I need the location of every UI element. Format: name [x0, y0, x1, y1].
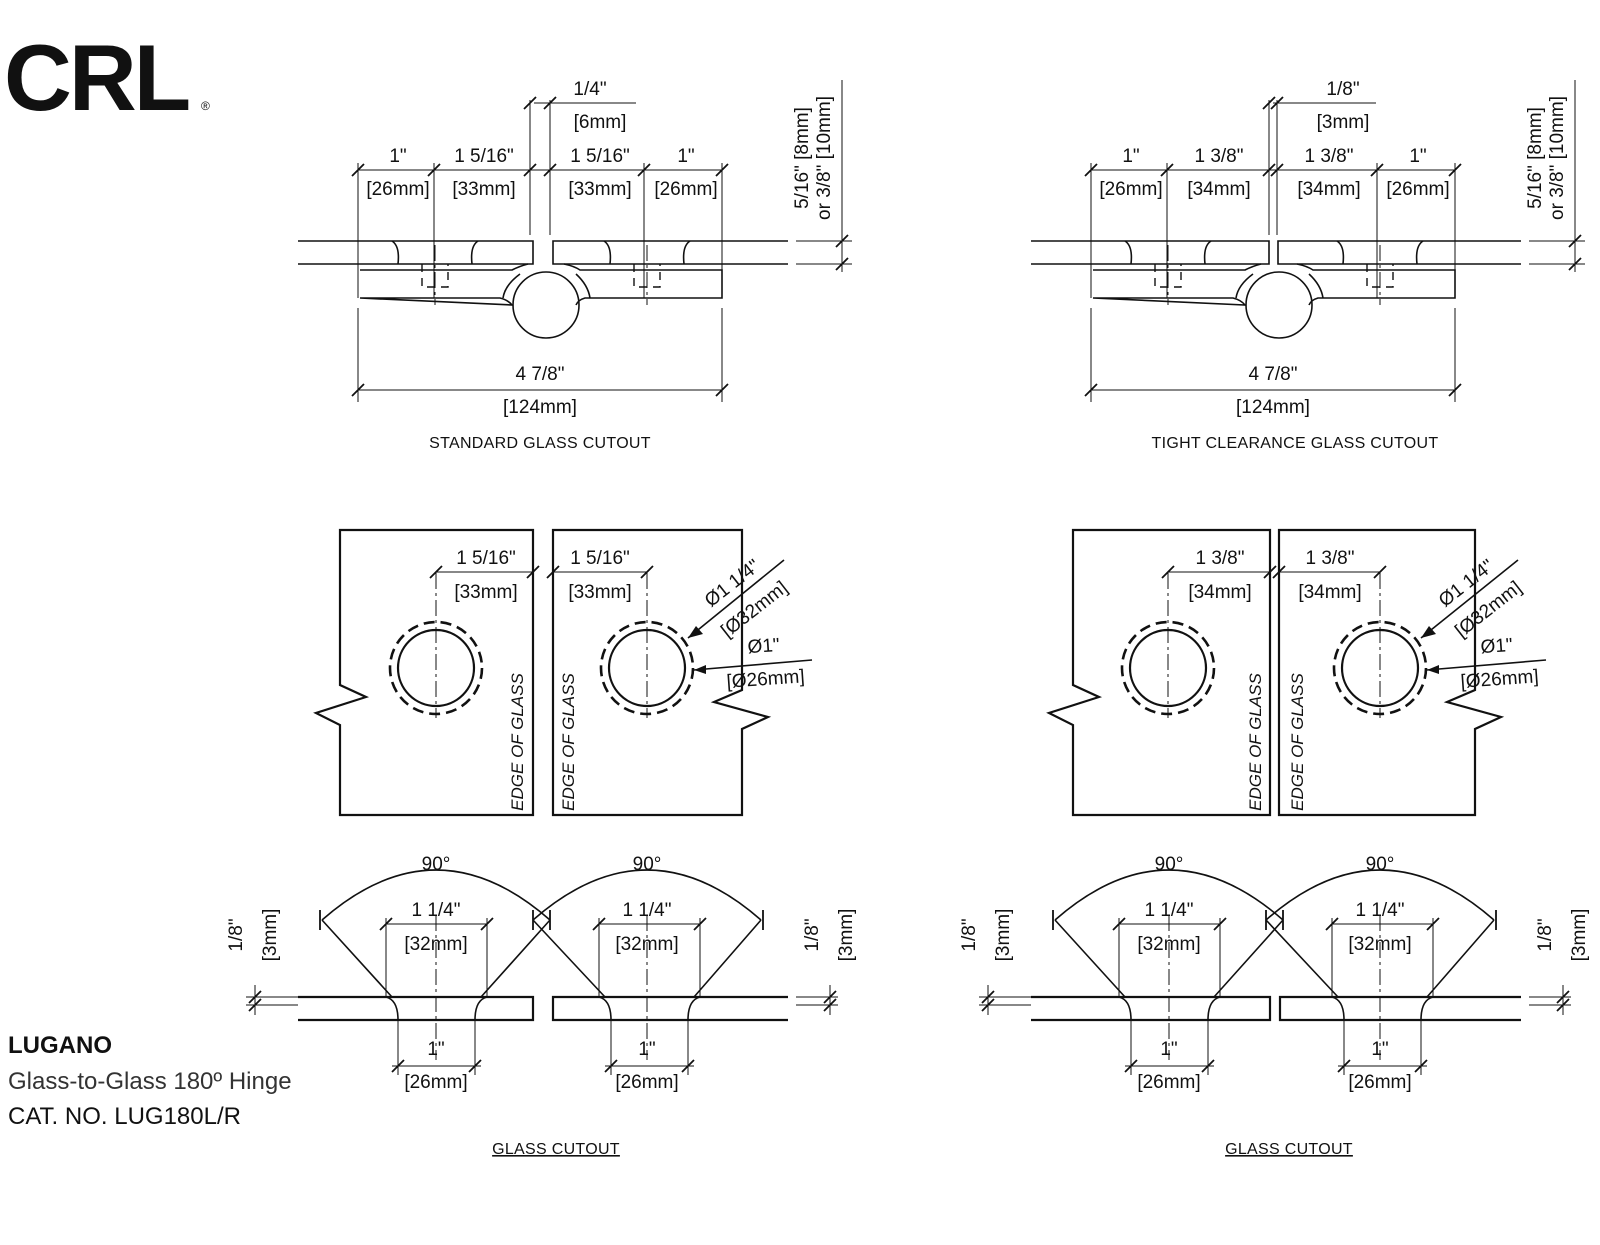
logo-registered-mark: ®: [201, 99, 210, 113]
tight-d2-mm: [34mm]: [1187, 179, 1250, 200]
sec-std-chamfer-right-in: 1/8": [802, 918, 823, 951]
tight-caption: TIGHT CLEARANCE GLASS CUTOUT: [1152, 435, 1439, 452]
crl-logo: CRL ®: [4, 25, 210, 130]
tight-d3-mm: [34mm]: [1297, 179, 1360, 200]
product-name: LUGANO: [8, 1032, 112, 1059]
tight-d3-in: 1 3/8": [1304, 146, 1353, 167]
sec-tight-bot-right-in: 1": [1371, 1039, 1388, 1060]
sec-std-top-left-in: 1 1/4": [411, 900, 460, 921]
std-thickness-b: or 3/8" [10mm]: [814, 96, 835, 220]
plan-tight-left-mm: [34mm]: [1188, 582, 1251, 603]
sec-tight-chamfer-left-in: 1/8": [959, 918, 980, 951]
sec-tight-top-right-mm: [32mm]: [1348, 934, 1411, 955]
catalog-number: CAT. NO. LUG180L/R: [8, 1103, 241, 1130]
std-gap-mm: [6mm]: [574, 112, 627, 133]
sec-std-bot-right-mm: [26mm]: [615, 1072, 678, 1093]
sec-std-bot-left-in: 1": [427, 1039, 444, 1060]
std-d4-mm: [26mm]: [654, 179, 717, 200]
sec-std-top-left-mm: [32mm]: [404, 934, 467, 955]
plan-std-right-mm: [33mm]: [568, 582, 631, 603]
std-thickness-a: 5/16" [8mm]: [792, 107, 813, 209]
sec-std-angle-left: 90°: [422, 854, 451, 875]
std-d2-mm: [33mm]: [452, 179, 515, 200]
plan-tight-edge-left: EDGE OF GLASS: [1246, 673, 1265, 811]
sec-std-chamfer-left-mm: [3mm]: [260, 909, 281, 962]
plan-std-inner-dia-in: Ø1": [747, 635, 780, 658]
std-d4-in: 1": [677, 146, 694, 167]
plan-tight-edge-right: EDGE OF GLASS: [1288, 673, 1307, 811]
plan-std-inner-dia-mm: [Ø26mm]: [726, 666, 805, 692]
std-d3-mm: [33mm]: [568, 179, 631, 200]
tight-overall-in: 4 7/8": [1248, 364, 1297, 385]
standard-top-view: 1/4" [6mm] 1" [26mm] 1 5/16" [33mm] 1 5/…: [298, 79, 852, 452]
std-gap-in: 1/4": [573, 79, 606, 100]
plan-tight-left-in: 1 3/8": [1195, 548, 1244, 569]
sec-std-angle-right: 90°: [633, 854, 662, 875]
plan-std-left-mm: [33mm]: [454, 582, 517, 603]
sec-std-bot-right-in: 1": [638, 1039, 655, 1060]
sec-tight-bot-left-in: 1": [1160, 1039, 1177, 1060]
sec-tight-chamfer-left-mm: [3mm]: [993, 909, 1014, 962]
tight-thickness-b: or 3/8" [10mm]: [1547, 96, 1568, 220]
sec-tight-chamfer-right-mm: [3mm]: [1569, 909, 1590, 962]
cutout-caption-left: GLASS CUTOUT: [492, 1141, 620, 1158]
product-description: Glass-to-Glass 180º Hinge: [8, 1068, 292, 1095]
sec-tight-bot-left-mm: [26mm]: [1137, 1072, 1200, 1093]
tight-d2-in: 1 3/8": [1194, 146, 1243, 167]
sec-tight-angle-right: 90°: [1366, 854, 1395, 875]
tight-plan-view: 1 3/8" [34mm] 1 3/8" [34mm] Ø1 1/4" [Ø32…: [1046, 528, 1547, 817]
logo-text: CRL: [4, 25, 189, 130]
std-d2-in: 1 5/16": [454, 146, 514, 167]
standard-caption: STANDARD GLASS CUTOUT: [429, 435, 651, 452]
sec-std-chamfer-right-mm: [3mm]: [836, 909, 857, 962]
tight-d4-in: 1": [1409, 146, 1426, 167]
sec-tight-chamfer-right-in: 1/8": [1535, 918, 1556, 951]
sec-std-chamfer-left-in: 1/8": [226, 918, 247, 951]
plan-tight-right-mm: [34mm]: [1298, 582, 1361, 603]
sec-tight-top-right-in: 1 1/4": [1355, 900, 1404, 921]
tight-top-view: 1/8" [3mm] 1" [26mm] 1 3/8" [34mm] 1 3/8…: [1031, 79, 1585, 452]
tight-d1-in: 1": [1122, 146, 1139, 167]
plan-std-right-in: 1 5/16": [570, 548, 630, 569]
tight-d4-mm: [26mm]: [1386, 179, 1449, 200]
tight-thickness-a: 5/16" [8mm]: [1525, 107, 1546, 209]
plan-tight-right-in: 1 3/8": [1305, 548, 1354, 569]
standard-section-view: 90° 90° 1 1/4" [32mm] 1 1/4" [32mm] 1" […: [226, 854, 857, 1158]
tight-d1-mm: [26mm]: [1099, 179, 1162, 200]
sec-tight-angle-left: 90°: [1155, 854, 1184, 875]
sec-std-top-right-mm: [32mm]: [615, 934, 678, 955]
sec-tight-top-left-in: 1 1/4": [1144, 900, 1193, 921]
tight-gap-mm: [3mm]: [1317, 112, 1370, 133]
plan-tight-inner-dia-mm: [Ø26mm]: [1460, 666, 1539, 692]
plan-std-edge-right: EDGE OF GLASS: [559, 673, 578, 811]
plan-std-left-in: 1 5/16": [456, 548, 516, 569]
std-d1-in: 1": [389, 146, 406, 167]
plan-tight-inner-dia-in: Ø1": [1480, 635, 1513, 658]
sec-tight-bot-right-mm: [26mm]: [1348, 1072, 1411, 1093]
standard-plan-view: 1 5/16" [33mm] 1 5/16" [33mm] Ø1 1/4" [Ø…: [313, 528, 813, 817]
sec-tight-top-left-mm: [32mm]: [1137, 934, 1200, 955]
tight-section-view: 90° 90° 1 1/4" [32mm] 1 1/4" [32mm] 1" […: [959, 854, 1590, 1158]
sec-std-top-right-in: 1 1/4": [622, 900, 671, 921]
sec-std-bot-left-mm: [26mm]: [404, 1072, 467, 1093]
std-overall-in: 4 7/8": [515, 364, 564, 385]
cutout-caption-right: GLASS CUTOUT: [1225, 1141, 1353, 1158]
std-overall-mm: [124mm]: [503, 397, 577, 418]
tight-gap-in: 1/8": [1326, 79, 1359, 100]
tight-overall-mm: [124mm]: [1236, 397, 1310, 418]
std-d1-mm: [26mm]: [366, 179, 429, 200]
plan-std-edge-left: EDGE OF GLASS: [508, 673, 527, 811]
std-d3-in: 1 5/16": [570, 146, 630, 167]
